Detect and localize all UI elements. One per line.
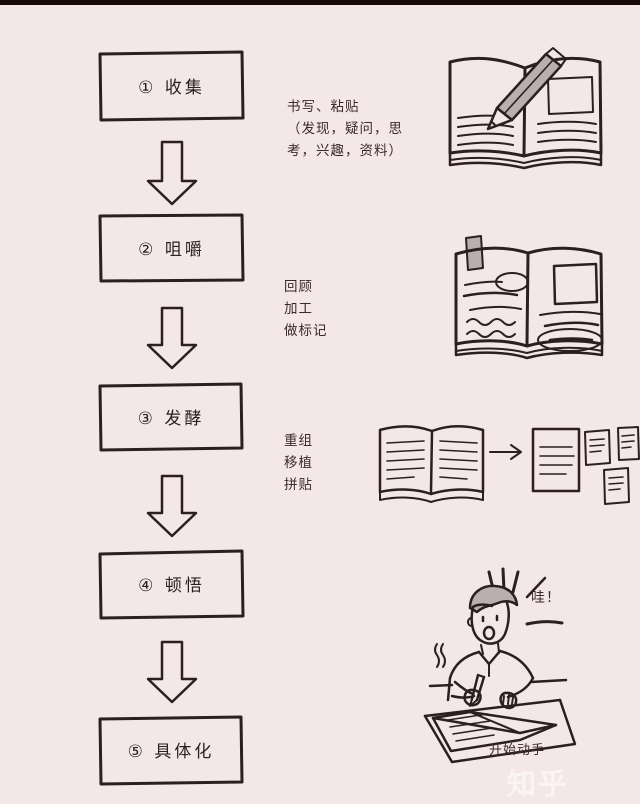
stage-3-label: ③ 发酵: [137, 408, 205, 429]
stage-box-3-outline: [98, 382, 244, 452]
down-arrow-1: [146, 140, 198, 206]
stage-box-2-outline: [98, 213, 245, 283]
stage-2-label: ② 咀嚼: [138, 239, 205, 260]
callout-wow: 哇！: [531, 590, 561, 606]
stage-box-1-outline: [98, 50, 245, 122]
stage-box-5[interactable]: ⑤ 具体化: [100, 717, 242, 784]
stage-4-label: ④ 顿悟: [138, 576, 205, 596]
down-arrow-2: [146, 306, 198, 370]
top-band: [0, 0, 640, 5]
stage-box-3[interactable]: ③ 发酵: [100, 384, 242, 450]
note-chew: 回顾 加工 做标记: [284, 279, 328, 339]
stage-box-2[interactable]: ② 咀嚼: [100, 215, 243, 281]
stage-box-4-outline: [98, 549, 245, 620]
callout-start: 开始动手: [489, 743, 546, 758]
stage-box-5-outline: [98, 715, 244, 786]
note-ferment: 重组 移植 拼贴: [284, 433, 313, 493]
watermark: 知乎: [506, 767, 569, 801]
illustration-annotated-book-with-bookmark: [454, 235, 604, 360]
illustration-person-writing-at-desk: [423, 567, 577, 764]
stage-1-label: ① 收集: [138, 77, 205, 98]
note-collect: 书写、粘贴 （发现，疑问，思 考，兴趣，资料）: [287, 99, 403, 159]
down-arrow-3: [146, 474, 198, 538]
stage-box-4[interactable]: ④ 顿悟: [100, 551, 243, 618]
stage-5-label: ⑤ 具体化: [127, 742, 215, 762]
down-arrow-4: [146, 640, 198, 704]
stage-box-1[interactable]: ① 收集: [100, 52, 243, 120]
illustration-book-to-note-cards: [378, 425, 640, 505]
illustration-open-notebook-with-pencil: [448, 47, 603, 170]
